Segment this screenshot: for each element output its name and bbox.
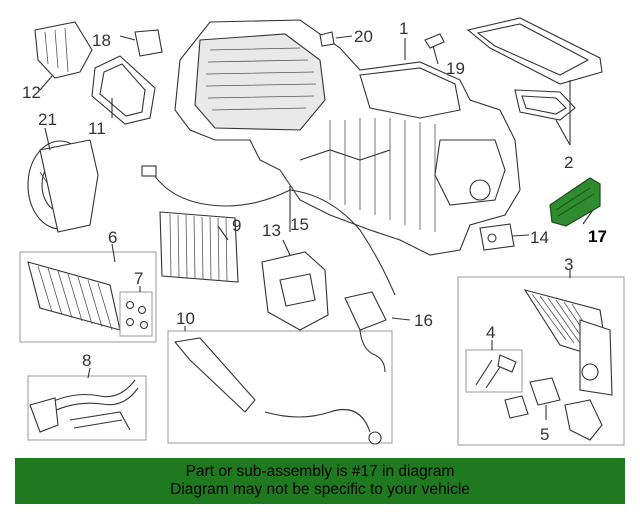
- valve-part-5: [504, 377, 603, 441]
- heater-core-part-6: [27, 261, 121, 331]
- callout-13: 13: [262, 221, 281, 240]
- callout-7: 7: [134, 269, 143, 288]
- duct-part-12: [34, 21, 93, 79]
- clip-part-20: [319, 31, 335, 47]
- callout-6: 6: [108, 228, 117, 247]
- callout-10: 10: [176, 309, 195, 328]
- sensor-part-18: [134, 29, 163, 57]
- leader-lines: [39, 35, 594, 420]
- blower-motor-part-21: [27, 139, 99, 233]
- module-part-16: [344, 291, 387, 373]
- part-8-group-box: [27, 375, 147, 441]
- callout-labels: 1 2 3 4 5 6 7 8 9 10 11 12 13 14 15 16 1…: [22, 19, 607, 444]
- banner-line-disclaimer: Diagram may not be specific to your vehi…: [170, 481, 470, 498]
- part-info-banner: Part or sub-assembly is #17 in diagram D…: [15, 458, 625, 504]
- part-3-group-box: [457, 276, 625, 446]
- part-7-group-box: [119, 291, 153, 337]
- callout-21: 21: [38, 110, 57, 129]
- callout-1: 1: [399, 19, 408, 38]
- clip-part-19: [424, 33, 445, 49]
- callout-2: 2: [564, 153, 573, 172]
- duct-part-10: [173, 337, 382, 445]
- banner-line-part-number: Part or sub-assembly is #17 in diagram: [185, 463, 455, 480]
- part-10-group-box: [167, 330, 393, 444]
- callout-9: 9: [232, 216, 241, 235]
- callout-17: 17: [588, 227, 607, 246]
- callout-3: 3: [564, 255, 573, 274]
- callout-16: 16: [414, 311, 433, 330]
- connector-part-14: [479, 223, 515, 251]
- hoses-part-8: [29, 379, 139, 433]
- callout-15: 15: [290, 215, 309, 234]
- callout-8: 8: [82, 351, 91, 370]
- highlighted-part-17: [549, 177, 601, 227]
- callout-19: 19: [446, 59, 465, 78]
- callout-4: 4: [486, 323, 495, 342]
- hvac-housing-part-1: [174, 19, 521, 256]
- seal-part-11: [91, 55, 156, 125]
- part-4-group-box: [465, 349, 523, 393]
- callout-12: 12: [22, 83, 41, 102]
- part-6-group-box: [19, 251, 157, 343]
- callout-20: 20: [354, 27, 373, 46]
- callout-11: 11: [88, 119, 106, 138]
- callout-18: 18: [92, 31, 111, 50]
- hvac-parts-diagram: 1 2 3 4 5 6 7 8 9 10 11 12 13 14 15 16 1…: [19, 17, 625, 446]
- evaporator-part-3: [523, 289, 613, 396]
- callout-14: 14: [530, 228, 549, 247]
- callout-5: 5: [540, 425, 549, 444]
- clips-part-7: [125, 300, 149, 330]
- gasket-part-2: [466, 17, 603, 121]
- actuator-part-13: [261, 251, 329, 331]
- cabin-filter-part-9: [159, 211, 239, 283]
- bracket-part-4: [475, 354, 517, 389]
